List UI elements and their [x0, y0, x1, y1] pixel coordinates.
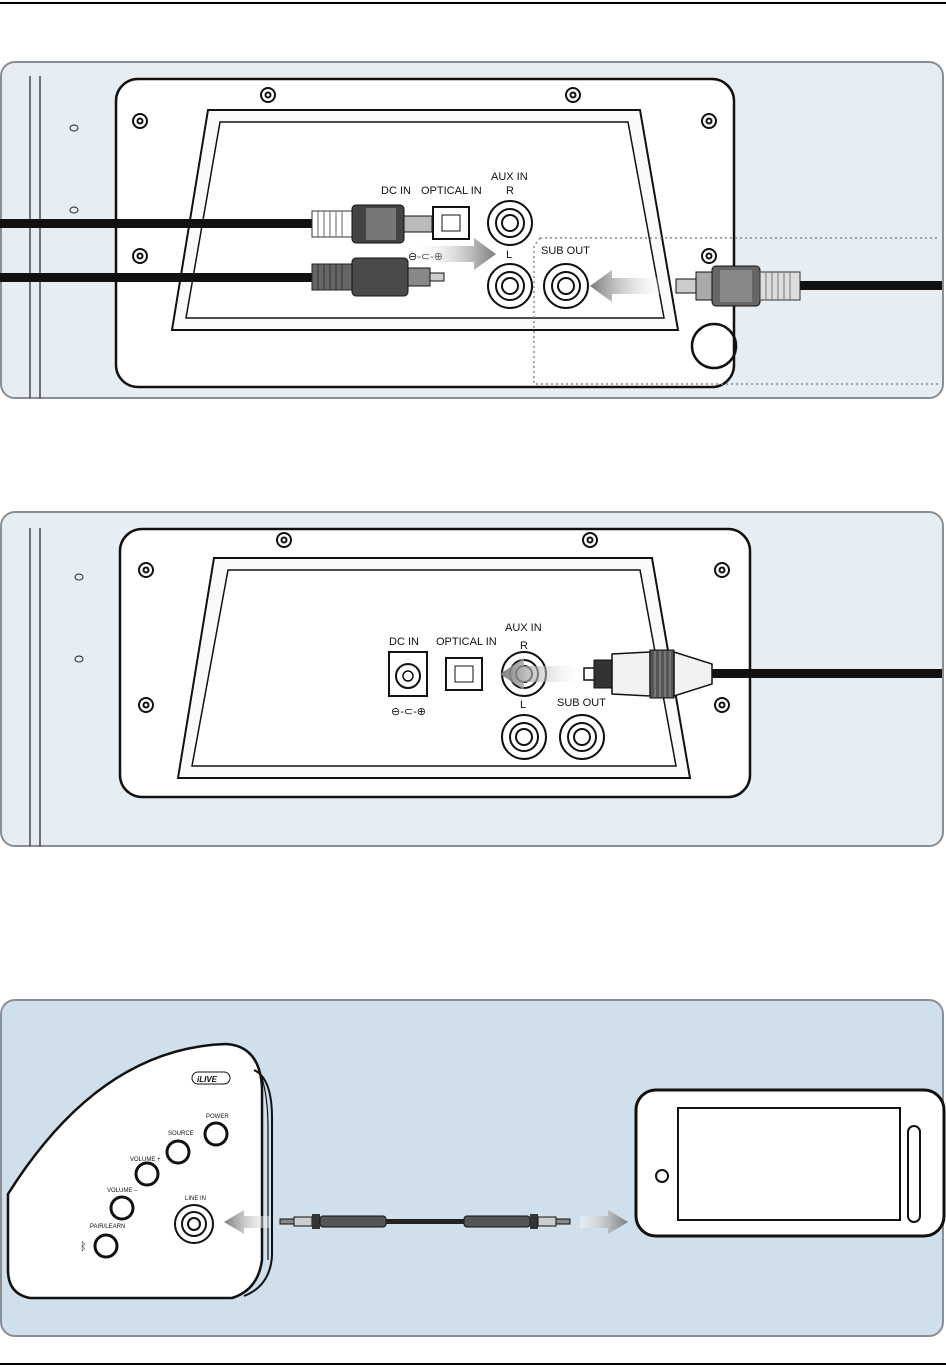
optical-in-label: OPTICAL IN	[421, 185, 482, 197]
optical-in-label: OPTICAL IN	[436, 636, 497, 648]
pair-learn-label: PAIR/LEARN	[90, 1224, 125, 1230]
volume-up-button[interactable]	[136, 1163, 158, 1185]
aux-r-label: R	[520, 640, 528, 652]
dc-in-label: DC IN	[389, 636, 419, 648]
panel-rca-connection: DC IN OPTICAL IN AUX IN R L SUB OUT ⊖-⊂-…	[0, 60, 946, 402]
dc-in-jack	[389, 652, 427, 696]
smartphone	[636, 1090, 944, 1236]
line-in-label: LINE IN	[185, 1196, 206, 1202]
panel-optical-connection: DC IN OPTICAL IN AUX IN R L SUB OUT ⊖-⊂-…	[0, 510, 946, 850]
ilive-logo: iLIVE	[192, 1072, 230, 1084]
top-rule	[0, 2, 946, 4]
volume-down-label: VOLUME –	[107, 1188, 138, 1194]
power-button[interactable]	[205, 1123, 227, 1145]
aux-in-l-jack	[502, 715, 546, 759]
bottom-rule	[0, 1363, 946, 1365]
sub-out-label: SUB OUT	[557, 697, 606, 709]
source-label: SOURCE	[168, 1131, 194, 1137]
source-button[interactable]	[167, 1141, 189, 1163]
aux-in-l-jack	[488, 264, 532, 308]
sub-out-label: SUB OUT	[541, 245, 590, 257]
sub-out-jack	[560, 715, 604, 759]
phone-home-button	[656, 1170, 668, 1182]
volume-down-button[interactable]	[111, 1197, 133, 1219]
phone-screen	[678, 1108, 900, 1220]
aux-in-label: AUX IN	[491, 171, 528, 183]
pair-learn-button[interactable]	[95, 1235, 117, 1257]
sub-out-jack	[544, 264, 588, 308]
dc-polarity-symbol: ⊖-⊂-⊕	[391, 706, 426, 718]
aux-l-label: L	[506, 249, 512, 261]
dc-in-label: DC IN	[381, 185, 411, 197]
line-in-jack[interactable]	[175, 1205, 213, 1243]
aux-in-label: AUX IN	[505, 622, 542, 634]
bluetooth-icon: ᛒ	[80, 1241, 87, 1253]
aux-in-r-jack	[488, 201, 532, 245]
power-label: POWER	[206, 1114, 229, 1120]
aux-l-label: L	[520, 699, 526, 711]
ilive-logo-text: iLIVE	[197, 1075, 218, 1084]
aux-r-label: R	[506, 185, 514, 197]
panel-line-in-connection: iLIVE POWER SOURCE VOLUME + VOLUME – LIN…	[0, 998, 946, 1340]
